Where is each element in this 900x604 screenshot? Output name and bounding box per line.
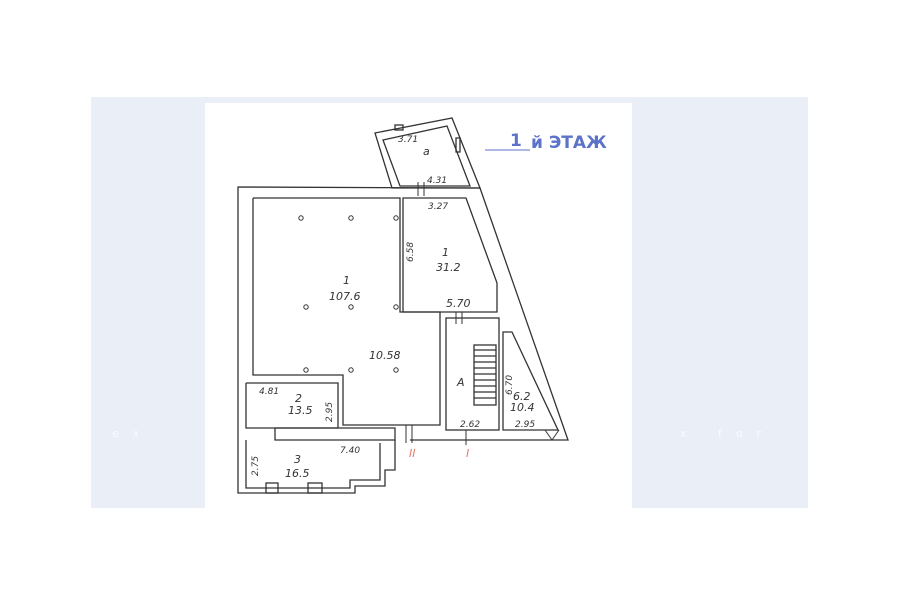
window-icon [307, 482, 323, 494]
wall-room-1-small [402, 197, 498, 313]
room-A-label: A [456, 376, 465, 389]
stairs-icon [473, 344, 497, 406]
columns [298, 215, 399, 373]
wall-room-A [445, 317, 500, 431]
dim-2-95-a: 2.95 [325, 402, 335, 422]
room-3-number: 3 [294, 453, 301, 466]
entrance-I-label: I [466, 447, 469, 460]
wall-outer [237, 186, 481, 494]
dim-4-31: 4.31 [427, 176, 447, 186]
dim-6-70: 6.70 [505, 375, 515, 395]
floor-title: й ЭТАЖ [531, 133, 607, 153]
room-6-area: 10.4 [510, 401, 535, 414]
wall-room-1-large [252, 197, 441, 426]
window-icon [265, 482, 279, 494]
watermark-left: ex [112, 427, 153, 440]
room-6-number: 6.2 [513, 390, 531, 403]
room-1b-number: 1 [442, 246, 449, 259]
window-icon [455, 137, 461, 153]
room-1a-area: 107.6 [329, 290, 361, 303]
door-marks [405, 182, 560, 445]
entrance-II-label: II [409, 447, 416, 460]
wall-room-2 [245, 382, 339, 429]
window-icon [394, 124, 404, 131]
room-a-label: а [423, 145, 430, 158]
wall-outer-right [410, 187, 569, 441]
room-1a-number: 1 [343, 274, 350, 287]
dim-2-95-b: 2.95 [515, 420, 535, 430]
dim-5-70: 5.70 [446, 297, 471, 310]
dim-4-81: 4.81 [259, 387, 279, 397]
wall-corridor [274, 427, 396, 441]
room-2-area: 13.5 [288, 404, 313, 417]
dim-2-75: 2.75 [251, 456, 261, 476]
room-1b-area: 31.2 [436, 261, 461, 274]
floor-number: 1 [510, 131, 522, 151]
wall-room-3 [245, 440, 381, 489]
wall-room-6 [502, 331, 560, 431]
wall-annex-inner [382, 125, 471, 187]
room-3-area: 16.5 [285, 467, 310, 480]
room-2-number: 2 [295, 392, 302, 405]
dim-10-58: 10.58 [369, 349, 401, 362]
dim-3-27: 3.27 [428, 202, 448, 212]
watermark-right: x for [680, 427, 775, 440]
dim-3-71: 3.71 [398, 135, 418, 145]
dim-2-62: 2.62 [460, 420, 480, 430]
dim-6-58: 6.58 [406, 242, 416, 262]
dim-7-40: 7.40 [340, 446, 360, 456]
